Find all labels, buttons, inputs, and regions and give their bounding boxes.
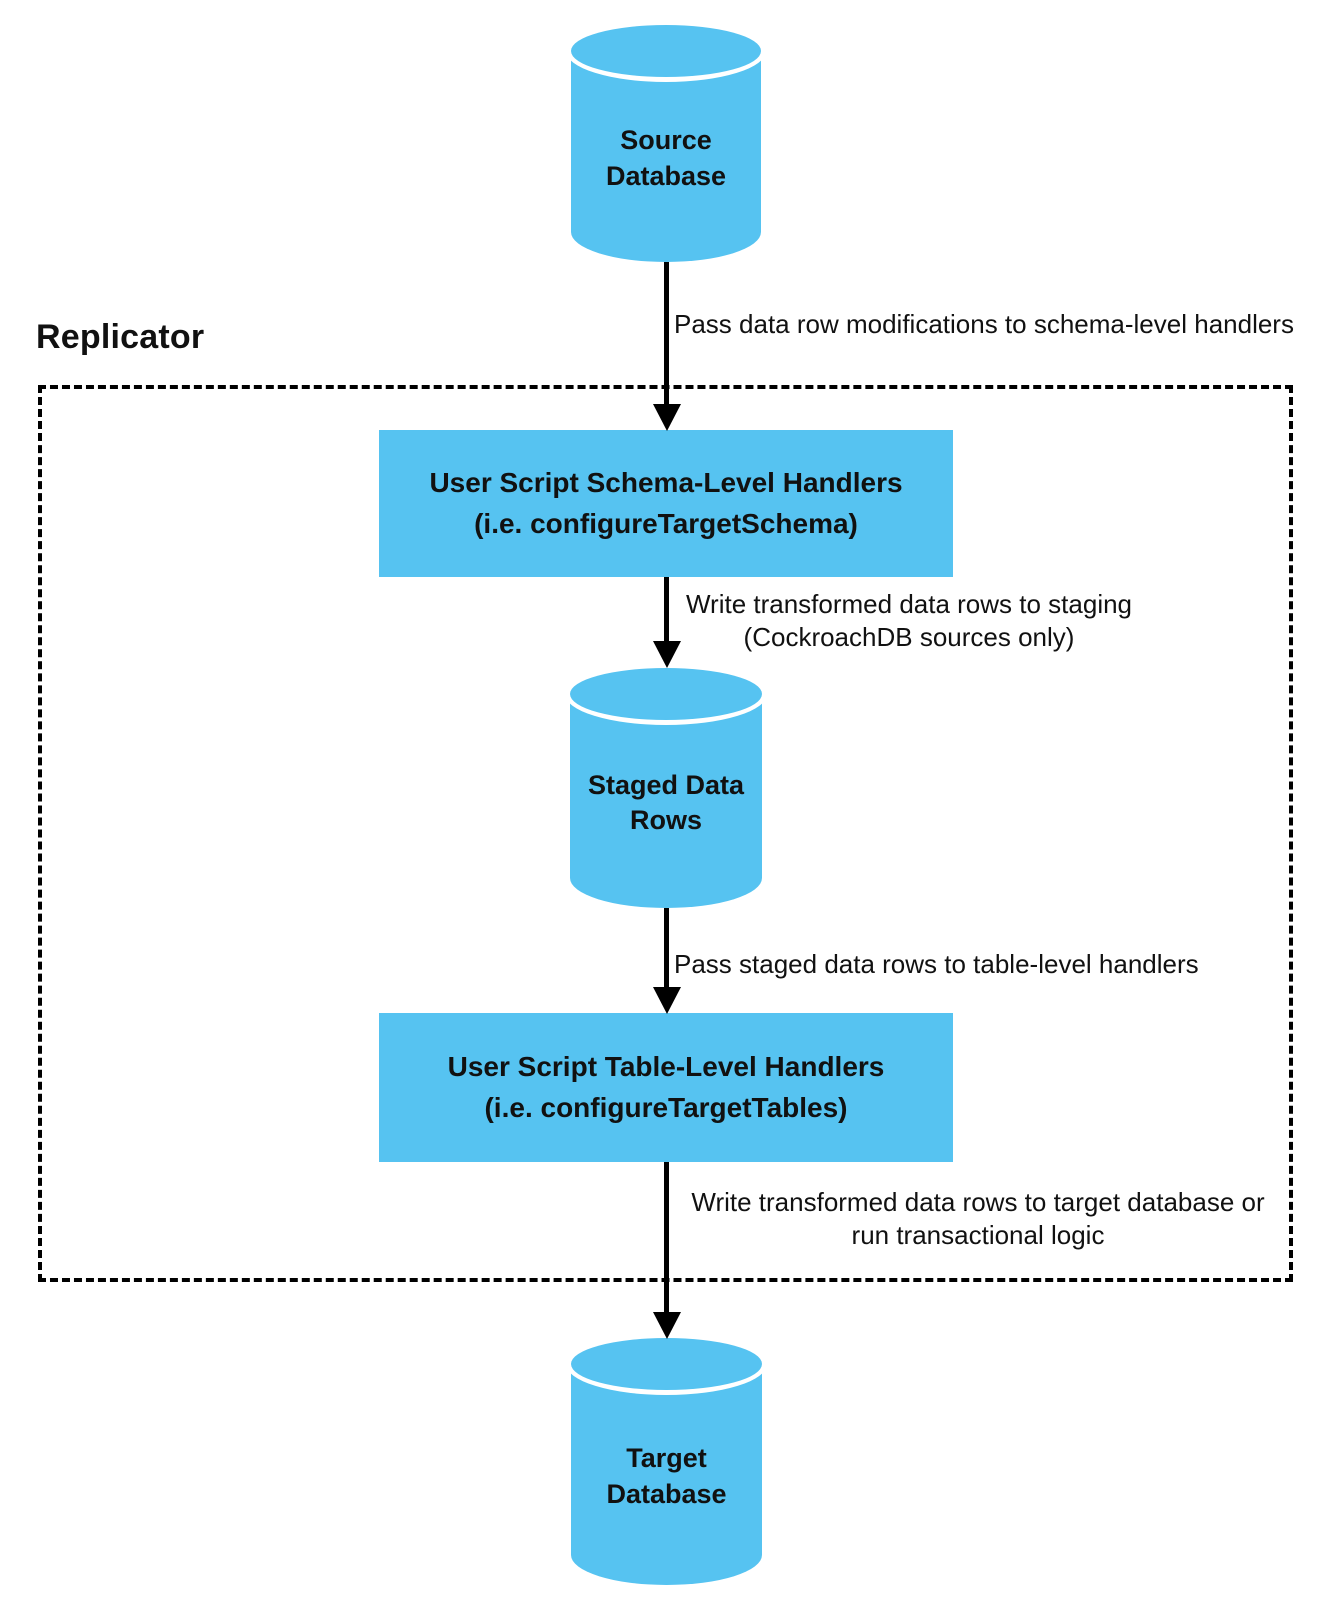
arrow-schema-to-staged bbox=[664, 577, 669, 641]
cylinder-body bbox=[570, 694, 762, 908]
cylinder-lid bbox=[571, 25, 761, 77]
table-level-handlers-node: User Script Table-Level Handlers (i.e. c… bbox=[379, 1013, 953, 1162]
target-database-node: Target Database bbox=[571, 1338, 762, 1585]
staged-data-rows-label: Staged Data Rows bbox=[587, 769, 745, 835]
arrowhead-table-to-target bbox=[653, 1312, 681, 1339]
target-database-label: Target Database bbox=[606, 1443, 727, 1509]
cylinder-body bbox=[571, 51, 761, 262]
replicator-container-label: Replicator bbox=[36, 318, 205, 356]
source-database-label: Source Database bbox=[605, 125, 727, 191]
cylinder-body bbox=[571, 1364, 762, 1585]
schema-level-handlers-node: User Script Schema-Level Handlers (i.e. … bbox=[379, 430, 953, 577]
edge-label-staged-to-table: Pass staged data rows to table-level han… bbox=[674, 949, 1199, 979]
arrowhead-source-to-schema bbox=[653, 404, 681, 431]
cylinder-lid bbox=[570, 668, 762, 720]
arrowhead-schema-to-staged bbox=[653, 641, 681, 668]
edge-label-schema-to-staged: Write transformed data rows to staging (… bbox=[685, 589, 1133, 652]
arrow-table-to-target bbox=[664, 1162, 669, 1312]
edge-label-table-to-target: Write transformed data rows to target da… bbox=[691, 1187, 1265, 1250]
arrow-source-to-schema bbox=[664, 262, 669, 404]
source-database-node: Source Database bbox=[571, 25, 761, 262]
arrow-staged-to-table bbox=[664, 908, 669, 987]
edge-label-source-to-schema: Pass data row modifications to schema-le… bbox=[674, 309, 1294, 339]
cylinder-lid bbox=[571, 1338, 762, 1390]
arrowhead-staged-to-table bbox=[653, 987, 681, 1014]
staged-data-rows-node: Staged Data Rows bbox=[570, 668, 762, 908]
